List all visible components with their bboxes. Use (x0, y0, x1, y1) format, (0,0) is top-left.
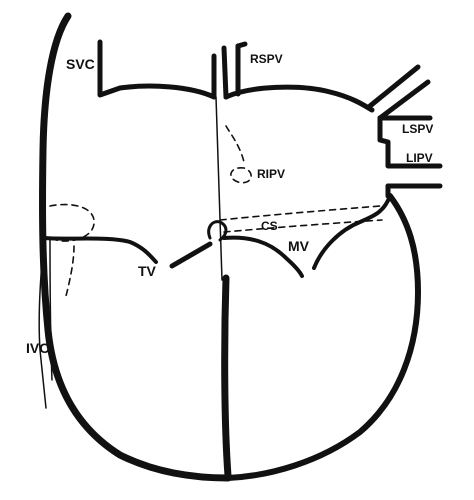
ivc-vessel-line-b (49, 239, 53, 381)
cs-ostium (207, 220, 228, 242)
ivc-label: IVC (26, 340, 49, 356)
rspv-vessel-top (235, 41, 248, 49)
fossa-ovalis-dashed (49, 203, 95, 242)
septum-top-vessel-right (221, 45, 229, 100)
tricuspid-annulus (42, 236, 158, 264)
ripv-ostium-dashed (230, 167, 252, 184)
mv-label: MV (288, 238, 310, 254)
ripv-label: RIPV (257, 167, 285, 181)
upper-right-vessel-b (377, 79, 431, 121)
svc-vessel (97, 39, 217, 100)
lipv-label: LIPV (406, 151, 433, 165)
lspv-label: LSPV (402, 122, 433, 136)
cs-label: CS (261, 219, 278, 233)
top-wall (223, 84, 375, 113)
ivc-vessel-line-a (38, 239, 47, 409)
tv-leaflet (169, 241, 213, 269)
svc-label: SVC (66, 56, 95, 72)
coronary-sinus-upper-dashed (219, 205, 381, 221)
ivc-dashed-track (65, 245, 75, 297)
outer-wall-right (225, 193, 421, 481)
ripv-track-dashed (225, 125, 245, 163)
interatrial-septum (215, 96, 223, 281)
coronary-sinus-lower-dashed (223, 219, 383, 233)
interventricular-septum (221, 274, 232, 480)
rspv-label: RSPV (250, 52, 283, 66)
lspv-vessel (377, 115, 443, 169)
upper-right-vessel-a (367, 64, 421, 109)
outer-wall-left (39, 12, 232, 482)
mv-annulus (222, 235, 304, 278)
tv-label: TV (138, 263, 157, 279)
